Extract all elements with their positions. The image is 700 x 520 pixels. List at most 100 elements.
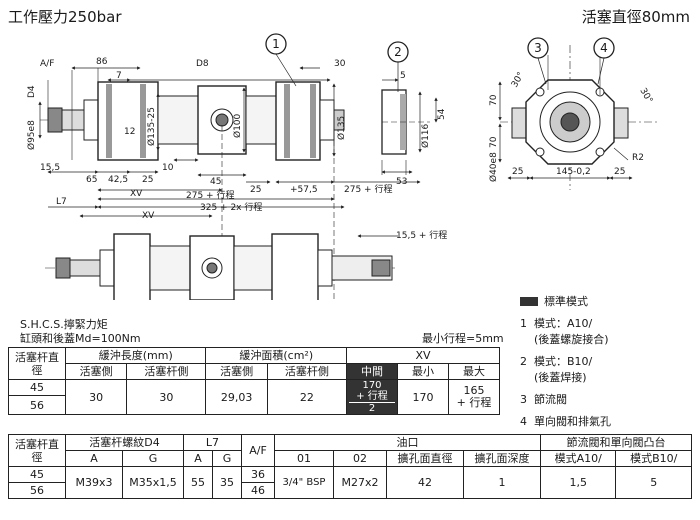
- t2-mode-b10: 模式B10/: [615, 450, 692, 467]
- dim-86: 86: [96, 57, 108, 67]
- side-view-top: [40, 81, 345, 161]
- t1-v-area-rod: 22: [266, 379, 348, 415]
- callout-1: 1: [272, 37, 280, 51]
- dim-65: 65: [86, 175, 97, 185]
- legend-num-4: 4: [520, 415, 527, 428]
- legend-num-1: 1: [520, 317, 527, 330]
- t2-port-header: 油口: [274, 434, 541, 451]
- t2-v-thread-g: M35x1,5: [122, 466, 184, 499]
- t2-af-header: A/F: [241, 434, 275, 467]
- t2-v-a10: 1,5: [539, 466, 617, 499]
- legend-item-4: 單向閥和排氣孔: [534, 415, 611, 428]
- dim-25b: 25: [250, 185, 261, 195]
- t1-len-rod: 活塞杆側: [126, 363, 207, 380]
- t1-v-mid: 170 + 行程 2: [346, 379, 398, 415]
- cushion-table: 活塞杆直徑 緩沖長度(mm) 緩沖面積(cm²) XV 活塞側 活塞杆側 活塞側…: [8, 347, 500, 415]
- dim-275-stroke-b: 275 + 行程: [186, 189, 234, 201]
- dim-dia116: Ø116: [420, 123, 431, 148]
- callout-2: 2: [394, 45, 402, 59]
- t1-v-max-2: + 行程: [456, 396, 492, 409]
- dim-70a: 70: [489, 94, 499, 106]
- legend-standard: 標準模式: [544, 295, 588, 308]
- end-view: [498, 45, 660, 190]
- dim-l7: L7: [56, 197, 67, 207]
- t2-thread-a: A: [65, 450, 123, 467]
- min-stroke-note: 最小行程=5mm: [422, 332, 504, 345]
- t1-v-min: 170: [397, 379, 449, 415]
- callout-4: 4: [600, 41, 608, 55]
- t2-port-02: 02: [333, 450, 387, 467]
- t1-mid-header: 中間: [346, 363, 398, 380]
- dim-12: 12: [124, 127, 135, 137]
- t1-area-rod: 活塞杆側: [266, 363, 348, 380]
- shcs-line-2: 缸頭和後蓋Md=100Nm: [20, 332, 141, 345]
- legend-item-1: 模式：A10/: [534, 317, 593, 330]
- legend-num-3: 3: [520, 393, 527, 406]
- t1-min-header: 最小: [397, 363, 449, 380]
- dim-145: 145-0,2: [556, 167, 591, 177]
- t1-v-max: 165 + 行程: [448, 379, 500, 415]
- t2-mode-a10: 模式A10/: [539, 450, 617, 467]
- dim-dia95: Ø95e8: [26, 120, 37, 150]
- t2-thread-g: G: [122, 450, 184, 467]
- t1-row-45: 45: [8, 379, 66, 396]
- legend-num-2: 2: [520, 355, 527, 368]
- t2-v-spot-dia: 42: [386, 466, 464, 499]
- legend: 標準模式 1 模式：A10/ (後蓋螺旋接合) 2 模式：B10/ (後蓋焊接) 3…: [520, 294, 611, 430]
- t2-v-thread-a: M39x3: [65, 466, 123, 499]
- dim-d4: D4: [27, 85, 37, 98]
- t2-rod-dia-header: 活塞杆直徑: [8, 434, 66, 467]
- side-view-extended: [45, 233, 395, 300]
- t2-v-l7-g: 35: [212, 466, 242, 499]
- t2-v-b10: 5: [615, 466, 692, 499]
- t1-xv-header: XV: [346, 347, 500, 364]
- dim-7: 7: [116, 71, 122, 81]
- dim-70b: 70: [489, 136, 499, 148]
- dim-dia135b: Ø135: [336, 116, 347, 140]
- t2-port-01: 01: [274, 450, 334, 467]
- dim-15-5: 15,5: [40, 163, 60, 173]
- dim-275-stroke-a: 275 + 行程: [344, 183, 392, 195]
- t2-v-spot-depth: 1: [463, 466, 541, 499]
- t1-v-len-rod: 30: [126, 379, 207, 415]
- shcs-note: S.H.C.S.擰緊力矩 缸頭和後蓋Md=100Nm: [20, 318, 141, 346]
- t2-v-port-01: 3/4" BSP: [274, 466, 334, 499]
- t2-v-l7-a: 55: [183, 466, 213, 499]
- t1-rod-dia-header: 活塞杆直徑: [8, 347, 66, 380]
- dim-angle-30a: 30°: [510, 71, 527, 90]
- dim-dia135a: Ø135-25: [146, 107, 157, 146]
- dim-r2: R2: [632, 153, 644, 163]
- dim-53: 53: [396, 177, 407, 187]
- t2-spot-depth: 擴孔面深度: [463, 450, 541, 467]
- t2-row-56: 56: [8, 482, 66, 499]
- legend-item-1-sub: (後蓋螺旋接合): [534, 333, 609, 346]
- dim-25a: 25: [142, 175, 153, 185]
- t2-v-af-1: 36: [241, 466, 275, 483]
- dim-10: 10: [162, 163, 174, 173]
- dim-42-5: 42,5: [108, 175, 128, 185]
- legend-item-2: 模式：B10/: [534, 355, 593, 368]
- t2-v-port-02: M27x2: [333, 466, 387, 499]
- dim-dia100: Ø100: [232, 113, 243, 138]
- t1-cushion-len-header: 緩沖長度(mm): [64, 347, 207, 364]
- legend-item-2-sub: (後蓋焊接): [534, 371, 587, 384]
- dim-30: 30: [334, 59, 346, 69]
- dim-57-5: +57,5: [290, 185, 318, 195]
- dim-dia40: Ø40e8: [488, 152, 499, 182]
- t2-row-45: 45: [8, 466, 66, 483]
- dim-xv-extended: XV: [142, 211, 155, 221]
- t1-v-len-piston: 30: [64, 379, 128, 415]
- piston-diameter-title: 活塞直徑80mm: [581, 8, 690, 26]
- callout-3: 3: [534, 41, 542, 55]
- section-view-rear-cap: [381, 78, 438, 175]
- t2-spot-dia: 擴孔面直徑: [386, 450, 464, 467]
- standard-swatch: [520, 297, 538, 306]
- t1-v-mid-1: 170: [362, 380, 382, 391]
- t1-v-mid-2: + 行程: [349, 391, 395, 403]
- dim-angle-30b: 30°: [637, 87, 654, 106]
- t2-valve-header: 節流閥和單向閥凸台: [540, 434, 692, 451]
- dim-54: 54: [437, 108, 447, 120]
- t2-v-af-2: 46: [241, 482, 275, 499]
- dim-d8: D8: [196, 59, 209, 69]
- t2-l7-a: A: [183, 450, 213, 467]
